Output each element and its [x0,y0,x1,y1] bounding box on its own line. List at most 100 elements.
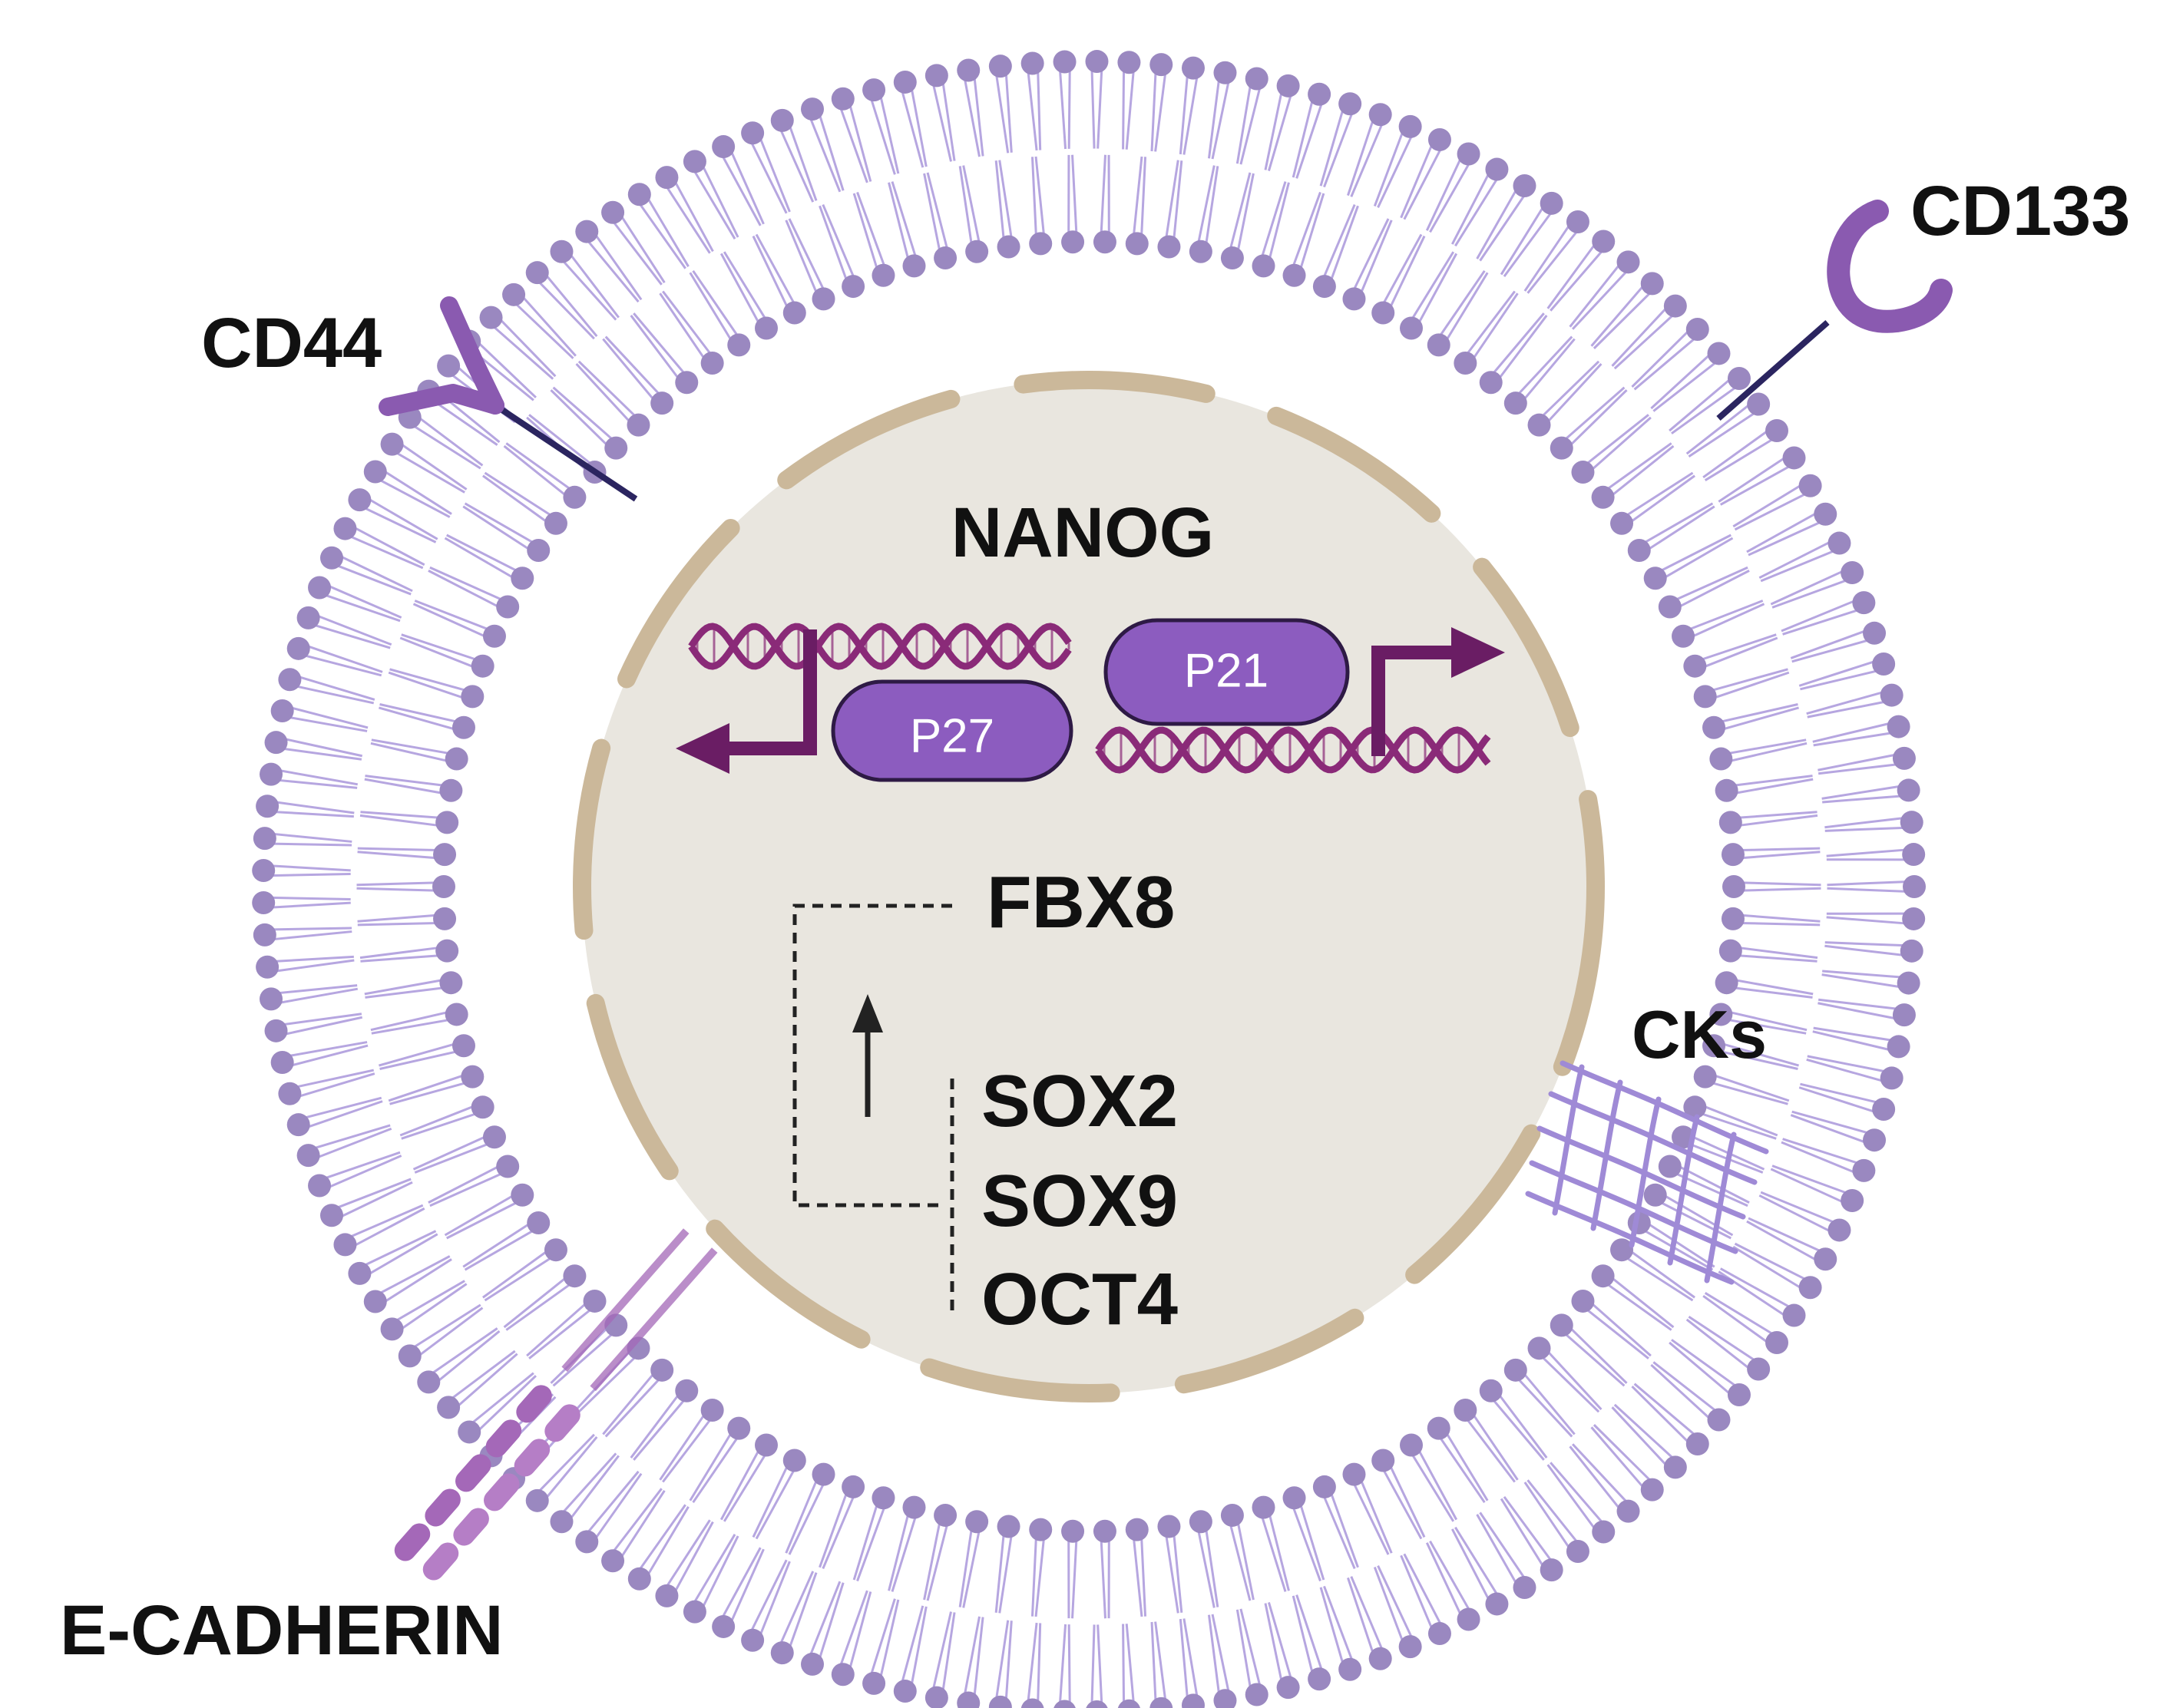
nucleus [573,371,1605,1402]
lipid-tail [418,416,484,467]
lipid-tail [693,1534,736,1604]
lipid-tail [822,203,855,279]
lipid-tail [400,443,468,491]
lipid-tail [941,81,956,161]
lipid-tail [569,253,620,319]
lipid-tail [1058,1624,1067,1704]
lipid-head [563,485,587,509]
lipid-tail [313,623,391,649]
lipid-tail [1824,944,1904,956]
lipid-tail [818,114,845,191]
lipid-head [435,811,459,834]
lipid-head [934,246,958,270]
lipid-head [741,1628,765,1652]
lipid-tail [1734,492,1807,531]
e-cadherin [394,1228,718,1581]
lipid-tail [1465,290,1516,355]
lipid-tail [779,1571,815,1645]
cd44-transmembrane [493,402,638,502]
lipid-tail [284,738,363,758]
lipid-head [924,64,948,88]
lipid-tail [1260,181,1287,258]
lipid-tail [1438,269,1486,338]
cd44-label: CD44 [201,304,382,382]
lipid-head [458,1420,481,1444]
lipid-tail [1590,416,1652,471]
lipid-tail [1813,732,1893,747]
lipid-head [1683,654,1707,678]
lipid-tail [1523,224,1571,292]
lipid-tail [275,959,355,973]
lipid-head [439,778,463,802]
lipid-head [1427,1416,1450,1440]
lipid-head [1485,157,1509,181]
lipid-tail [1798,1086,1876,1113]
lipid-tail [1319,109,1345,187]
lipid-head [1747,1357,1771,1381]
lipid-head [417,1370,441,1394]
dna-strand [1095,726,1491,774]
lipid-head [872,263,895,287]
lipid-tail [1590,1302,1652,1357]
lipid-tail [273,832,352,843]
lipid-head [872,1486,895,1510]
lipid-head [1093,1519,1116,1543]
lipid-head [1827,1218,1851,1242]
lipid-head [801,97,825,121]
lipid-tail [482,1250,548,1299]
lipid-head [1841,561,1864,585]
lipid-tail [575,363,631,424]
lipid-tail [1734,778,1814,795]
lipid-tail [1071,154,1078,235]
lipid-tail [1625,1256,1694,1302]
lipid-head [1852,1158,1876,1182]
lipid-tail [1090,1624,1096,1705]
lipid-head [1892,1003,1916,1027]
lipid-tail [1125,70,1135,150]
lipid-tail [998,160,1013,240]
lipid-head [1693,1065,1717,1089]
lipid-tail [1728,742,1808,763]
lipid-head [1061,1519,1085,1543]
lipid-head [1765,1330,1789,1354]
lipid-head [1798,1276,1822,1300]
lipid-head [252,859,276,883]
lipid-head [741,121,765,145]
lipid-tail [633,1398,686,1461]
lipid-head [1398,1635,1422,1659]
lipid-tail [1347,119,1374,197]
lipid-tail [1454,1526,1499,1596]
lipid-tail [1295,102,1323,179]
lipid-tail [1741,851,1821,860]
lipid-tail [1100,1538,1106,1619]
lipid-head [256,955,279,979]
lipid-tail [1585,1308,1649,1359]
lipid-tail [277,778,358,789]
lipid-head [902,254,926,278]
lipid-head [333,517,357,540]
lipid-tail [1037,1623,1042,1703]
lipid-tail [1740,847,1821,852]
lipid-tail [1674,566,1748,601]
lipid-tail [1264,1603,1283,1682]
lipid-tail [926,172,949,250]
lipid-head [1718,939,1742,963]
lipid-head [1427,333,1450,357]
lipid-tail [673,1521,714,1593]
lipid-tail [577,1355,637,1413]
lipid-tail [1299,1503,1325,1581]
lipid-head [1085,50,1109,74]
lipid-head [1020,51,1044,75]
lipid-head [1427,1622,1451,1646]
lipid-tail [1179,74,1189,155]
lipid-tail [1377,134,1413,208]
p21-label: P21 [1184,644,1268,697]
lipid-tail [1826,848,1907,857]
lipid-tail [1669,378,1732,432]
lipid-tail [477,1375,537,1432]
lipid-tail [1572,270,1628,330]
lipid-tail [324,1151,401,1180]
lipid-tail [1027,71,1038,151]
lipid-tail [379,1042,456,1067]
lipid-tail [353,1207,425,1247]
